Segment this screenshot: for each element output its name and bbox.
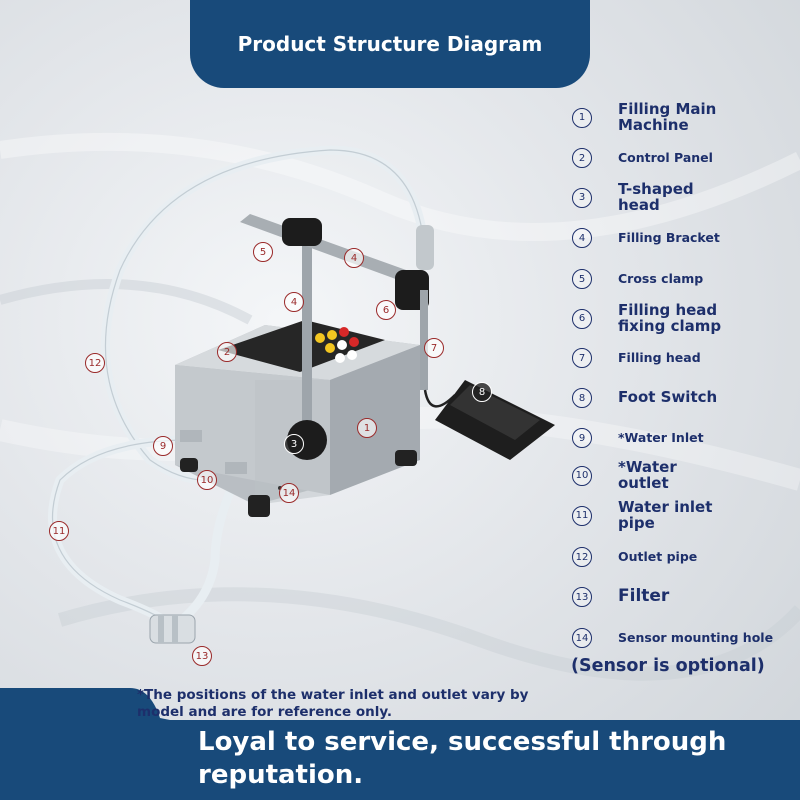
legend-item-6: 6 Filling head fixing clamp — [572, 301, 738, 335]
legend-item-12: 12 Outlet pipe — [572, 547, 697, 567]
legend-number: 9 — [572, 428, 592, 448]
legend-label: Cross clamp — [618, 271, 704, 287]
legend-label: Filling head — [618, 350, 701, 366]
legend-item-14: 14 Sensor mounting hole — [572, 628, 773, 648]
legend-item-11: 11 Water inlet pipe — [572, 498, 718, 532]
callout-10: 10 — [197, 470, 217, 490]
filter — [149, 614, 196, 644]
callout-3: 3 — [284, 434, 304, 454]
legend-number: 4 — [572, 228, 592, 248]
legend-item-1: 1 Filling Main Machine — [572, 100, 728, 134]
legend-label: Filling head fixing clamp — [618, 301, 722, 335]
filling-head-nozzle — [416, 225, 434, 270]
callout-7: 7 — [424, 338, 444, 358]
legend-label: T-shaped head — [618, 180, 694, 214]
callout-6: 6 — [376, 300, 396, 320]
legend-label: Filling Bracket — [618, 230, 720, 246]
legend-label: *Water outlet — [618, 458, 677, 492]
diagram-title: Product Structure Diagram — [237, 32, 543, 56]
legend-number: 7 — [572, 348, 592, 368]
title-banner: Product Structure Diagram — [190, 0, 590, 88]
legend-label: *Water Inlet — [618, 430, 704, 446]
legend-label: Control Panel — [618, 150, 713, 166]
legend-number: 1 — [572, 107, 592, 128]
callout-4-arm: 4 — [344, 248, 364, 268]
legend-item-7: 7 Filling head — [572, 348, 701, 368]
legend-number: 5 — [572, 269, 592, 289]
cross-clamp — [282, 218, 322, 246]
legend-label: Foot Switch — [618, 388, 718, 407]
legend-number: 6 — [572, 308, 592, 329]
legend-number: 8 — [572, 388, 592, 408]
legend-number: 13 — [572, 587, 592, 607]
legend-number: 11 — [572, 505, 592, 526]
legend-number: 12 — [572, 547, 592, 567]
legend-number: 14 — [572, 628, 592, 648]
legend-item-2: 2 Control Panel — [572, 148, 713, 168]
filling-bracket — [302, 228, 312, 443]
legend-number: 10 — [572, 465, 592, 486]
slogan: Loyal to service, successful through rep… — [198, 727, 727, 790]
sensor-optional-note: (Sensor is optional) — [571, 656, 765, 676]
callout-4-rod: 4 — [284, 292, 304, 312]
water-outlet-fitting — [225, 462, 247, 474]
legend-label: Sensor mounting hole — [618, 630, 774, 646]
legend-label: Filling Main Machine — [618, 100, 717, 134]
footnote: *The positions of the water inlet and ou… — [137, 687, 529, 720]
legend-number: 3 — [572, 187, 592, 208]
foot-switch — [435, 380, 555, 460]
callout-9: 9 — [153, 436, 173, 456]
legend-number: 2 — [572, 148, 592, 168]
legend-label: Outlet pipe — [618, 549, 698, 565]
callout-5: 5 — [253, 242, 273, 262]
callout-1: 1 — [357, 418, 377, 438]
legend-label: Filter — [618, 586, 670, 607]
callout-2: 2 — [217, 342, 237, 362]
bottom-banner — [0, 688, 800, 800]
callout-11: 11 — [49, 521, 69, 541]
legend-item-8: 8 Foot Switch — [572, 388, 717, 408]
callout-8: 8 — [472, 382, 492, 402]
legend-item-10: 10 *Water outlet — [572, 458, 698, 492]
legend-item-13: 13 Filter — [572, 587, 669, 607]
water-inlet-fitting — [180, 430, 202, 442]
legend-item-3: 3 T-shaped head — [572, 180, 708, 214]
legend-item-4: 4 Filling Bracket — [572, 228, 720, 248]
callout-13: 13 — [192, 646, 212, 666]
control-panel — [218, 320, 385, 372]
callout-12: 12 — [85, 353, 105, 373]
legend-label: Water inlet pipe — [618, 498, 713, 532]
legend-item-9: 9 *Water Inlet — [572, 428, 704, 448]
callout-14: 14 — [279, 483, 299, 503]
legend-item-5: 5 Cross clamp — [572, 269, 703, 289]
